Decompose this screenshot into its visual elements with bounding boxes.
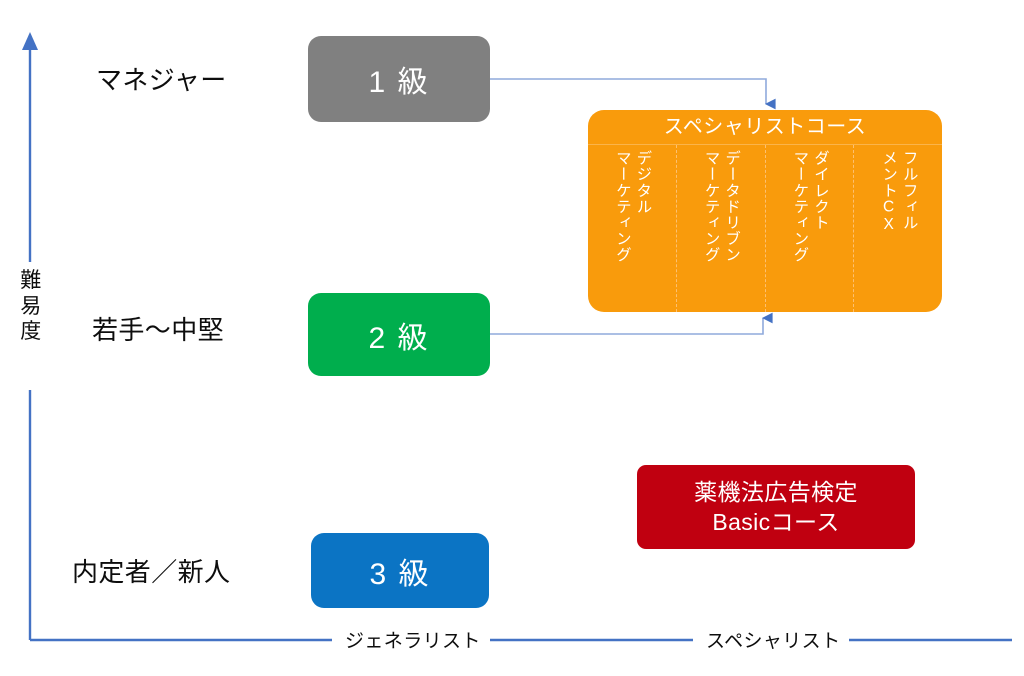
- specialist-column-label: デジタル マーケティング: [613, 150, 652, 263]
- pharma-box-line-1: 薬機法広告検定: [694, 478, 858, 505]
- specialist-column-direct-marketing[interactable]: ダイレクト マーケティング: [764, 145, 854, 312]
- x-axis-label-generalist: ジェネラリスト: [336, 626, 490, 653]
- y-axis-label-char-1: 難: [20, 269, 42, 292]
- y-axis-arrowhead: [22, 32, 38, 50]
- specialist-column-label: データドリブン マーケティング: [702, 150, 741, 263]
- pharma-box-line-2: Basicコース: [712, 509, 840, 535]
- specialist-course-panel[interactable]: スペシャリストコース デジタル マーケティング データドリブン マーケティング …: [588, 110, 942, 312]
- tier-label-manager: マネジャー: [96, 65, 227, 95]
- specialist-course-title: スペシャリストコース: [588, 110, 942, 145]
- grade-box-1[interactable]: 1 級: [308, 36, 490, 122]
- y-axis-label-char-2: 易: [20, 294, 42, 318]
- grade-box-3[interactable]: 3 級: [311, 533, 489, 608]
- specialist-column-data-driven-marketing[interactable]: データドリブン マーケティング: [675, 145, 765, 312]
- connector-grade2-to-specialist: [490, 312, 773, 335]
- specialist-column-fulfillment-cx[interactable]: フルフィル メントCX: [853, 145, 942, 312]
- tier-label-midlevel: 若手～中堅: [92, 315, 225, 345]
- specialist-column-label: ダイレクト マーケティング: [791, 150, 829, 263]
- x-axis-label-specialist: スペシャリスト: [697, 626, 850, 653]
- y-axis-label: 難 易 度: [8, 268, 54, 345]
- specialist-column-digital-marketing[interactable]: デジタル マーケティング: [588, 145, 676, 312]
- specialist-column-label: フルフィル メントCX: [880, 150, 918, 234]
- tier-label-newcomer: 内定者／新人: [72, 557, 231, 587]
- pharma-law-ad-certification-box[interactable]: 薬機法広告検定 Basicコース: [637, 465, 915, 549]
- connector-grade1-to-specialist: [490, 78, 776, 110]
- specialist-course-columns: デジタル マーケティング データドリブン マーケティング ダイレクト マーケティ…: [588, 145, 942, 312]
- grade-box-2[interactable]: 2 級: [308, 293, 490, 376]
- y-axis-label-char-3: 度: [20, 320, 42, 344]
